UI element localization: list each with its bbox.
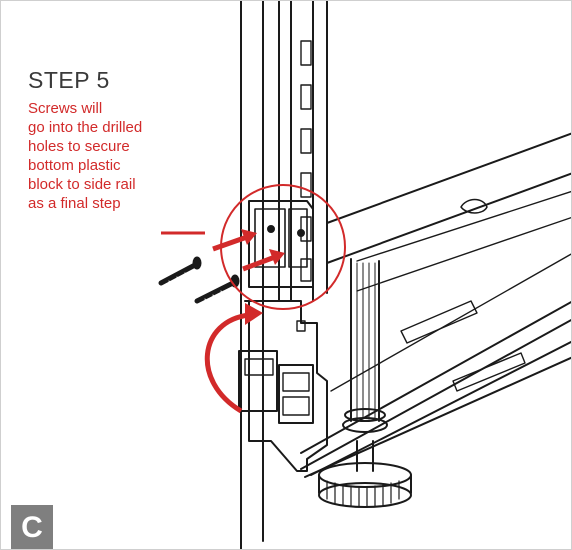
- side-rail: [240, 1, 328, 549]
- caption-line: Screws will: [28, 100, 103, 117]
- caption-line: as a final step: [28, 195, 121, 212]
- arrow-icon: [212, 229, 257, 252]
- mounted-block: [248, 200, 314, 288]
- caption-line: bottom plastic: [28, 157, 121, 174]
- base-frame: [300, 253, 571, 478]
- threaded-rod: [342, 258, 388, 472]
- panel-label-badge: C: [11, 505, 53, 549]
- leveling-foot: [318, 462, 412, 508]
- caption-line: go into the drilled: [28, 119, 143, 136]
- shelf-panel: [326, 132, 571, 292]
- bottom-plastic-block: [238, 300, 328, 472]
- screw-icon: [158, 256, 202, 286]
- caption-line: holes to secure: [28, 138, 130, 155]
- curved-arrow-icon: [204, 303, 263, 414]
- step-title: STEP 5: [28, 67, 110, 93]
- caption-line: block to side rail: [28, 176, 136, 193]
- step-caption: Screws will go into the drilled holes to…: [28, 99, 188, 213]
- screw-icon: [194, 274, 240, 304]
- arrow-icon: [242, 249, 285, 272]
